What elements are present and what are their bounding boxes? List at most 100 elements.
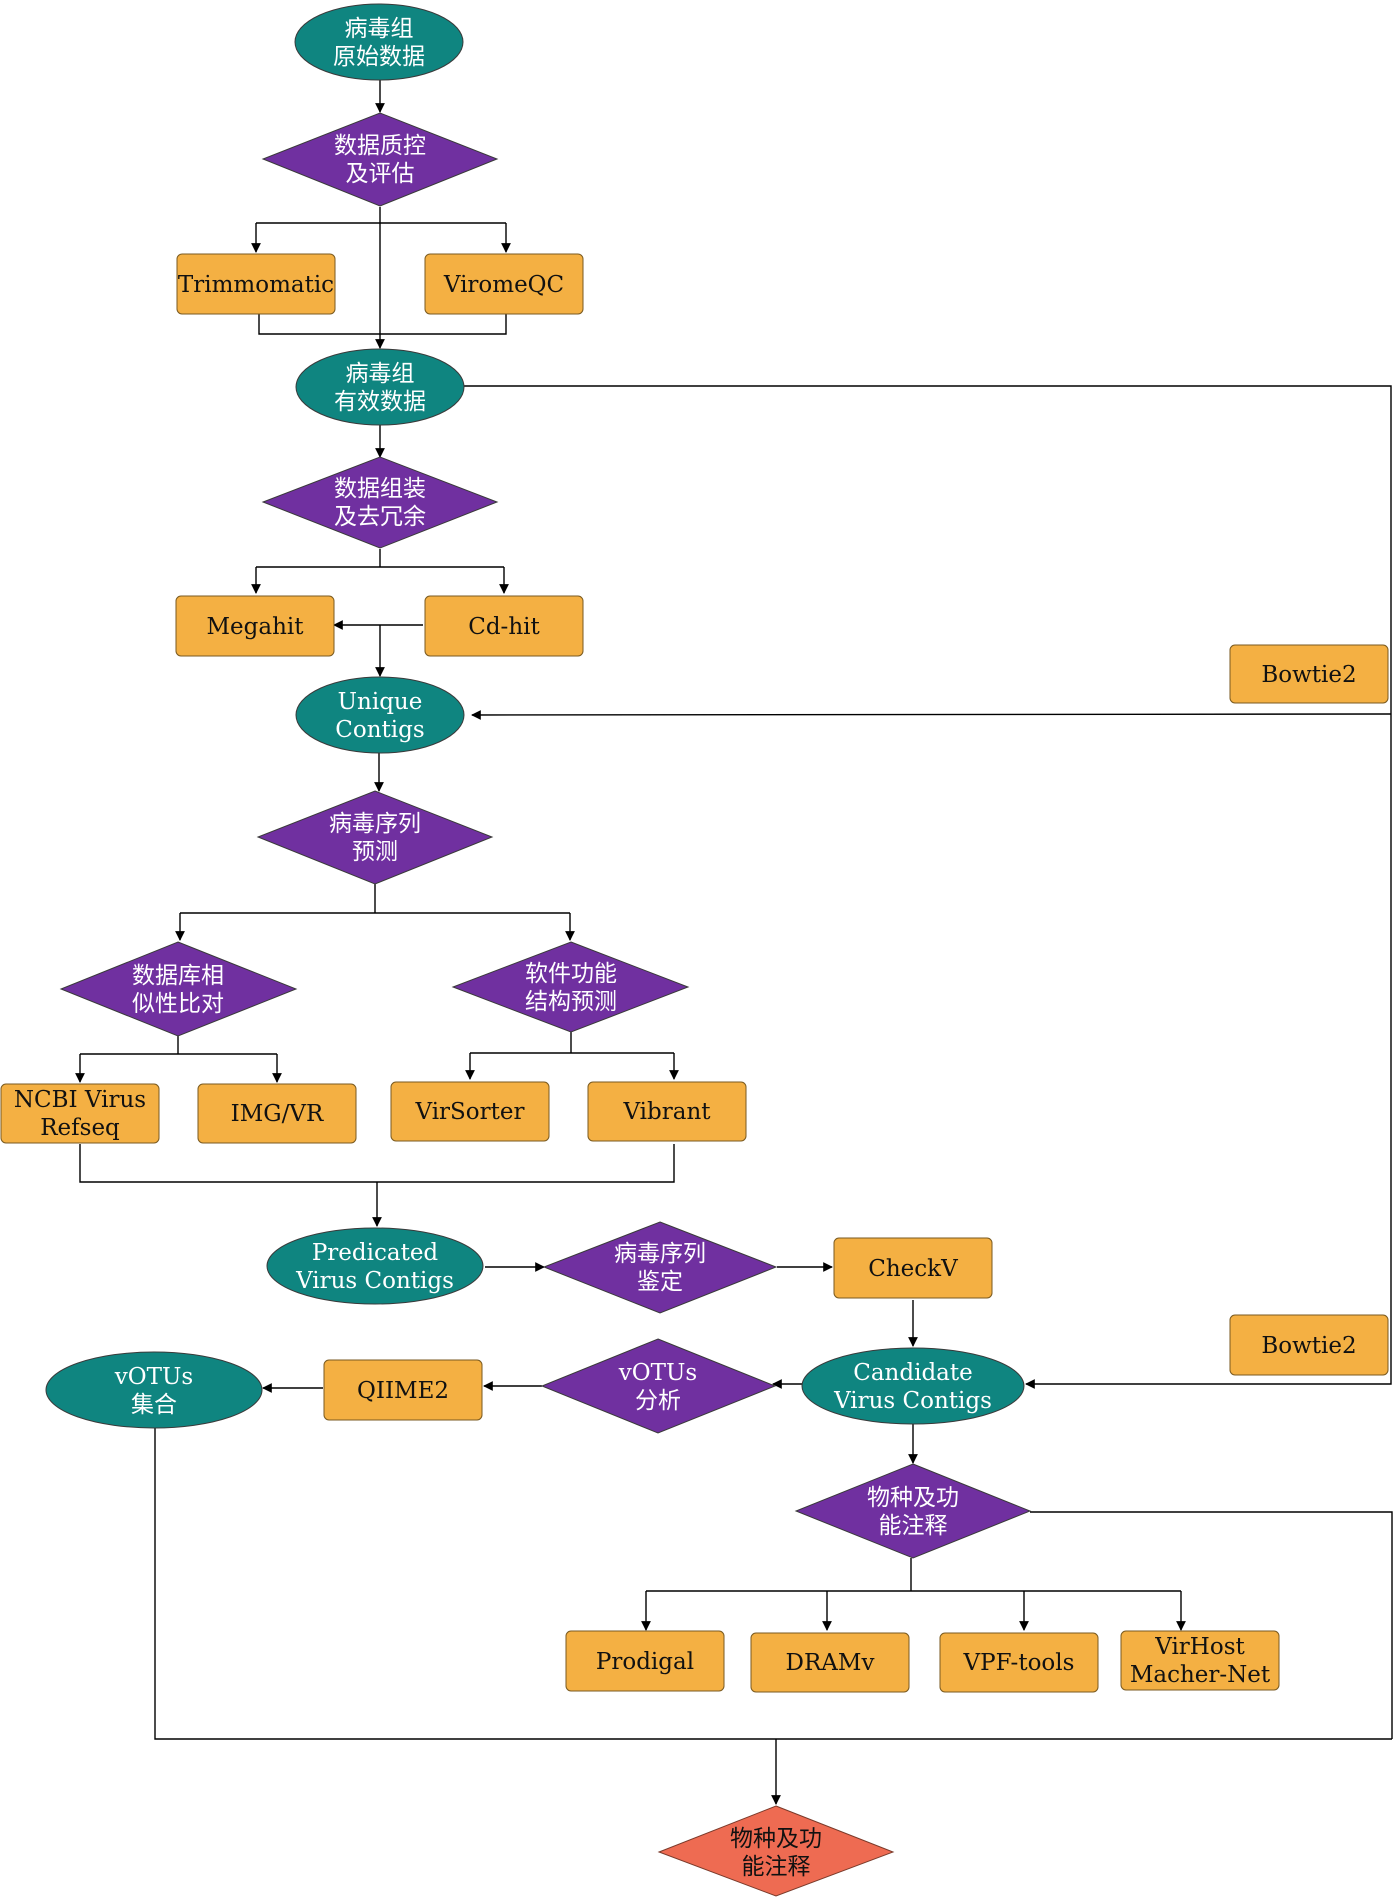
node-label-line: Predicated xyxy=(312,1240,439,1266)
node-label: Bowtie2 xyxy=(1261,662,1356,688)
node-label: Bowtie2 xyxy=(1261,1333,1356,1359)
node-label-line: vOTUs xyxy=(114,1364,193,1390)
node-label: Megahit xyxy=(206,614,304,640)
node-label: 数据组装及去冗余 xyxy=(334,476,426,530)
node-checkv: CheckV xyxy=(833,1237,993,1299)
node-megahit: Megahit xyxy=(175,595,335,657)
node-prodigal: Prodigal xyxy=(565,1630,725,1692)
node-label: 病毒序列预测 xyxy=(329,811,421,865)
node-label: Prodigal xyxy=(596,1649,694,1675)
node-label-line: VirSorter xyxy=(414,1099,524,1125)
node-software-predict: 软件功能结构预测 xyxy=(451,941,690,1033)
node-label-line: 能注释 xyxy=(879,1513,948,1539)
node-bowtie2-bottom: Bowtie2 xyxy=(1229,1314,1389,1376)
node-label-line: 分析 xyxy=(635,1388,681,1414)
node-label-line: 原始数据 xyxy=(333,44,425,70)
node-label: 数据库相似性比对 xyxy=(132,963,224,1017)
node-label: IMG/VR xyxy=(231,1101,324,1127)
node-label-line: VPF-tools xyxy=(963,1650,1075,1676)
node-virus-identify: 病毒序列鉴定 xyxy=(542,1221,778,1314)
node-label: 病毒组有效数据 xyxy=(334,361,426,415)
node-label: CheckV xyxy=(868,1256,958,1282)
node-label: ViromeQC xyxy=(443,272,564,298)
node-qiime2: QIIME2 xyxy=(323,1359,483,1421)
node-assembly: 数据组装及去冗余 xyxy=(261,456,499,549)
node-raw-data: 病毒组原始数据 xyxy=(294,3,464,81)
node-label: QIIME2 xyxy=(357,1378,449,1404)
node-label-line: CheckV xyxy=(868,1256,958,1282)
node-label: DRAMv xyxy=(786,1650,875,1676)
node-label-line: Unique xyxy=(338,689,423,715)
node-label-line: 能注释 xyxy=(742,1854,811,1880)
node-label-line: 病毒组 xyxy=(345,16,414,42)
node-label-line: 及去冗余 xyxy=(334,504,426,530)
node-db-compare: 数据库相似性比对 xyxy=(59,941,298,1037)
node-label-line: Macher-Net xyxy=(1130,1662,1271,1688)
node-label: 软件功能结构预测 xyxy=(525,961,617,1015)
node-label-line: Bowtie2 xyxy=(1261,1333,1356,1359)
node-vibrant: Vibrant xyxy=(587,1081,747,1142)
node-label-line: 有效数据 xyxy=(334,389,426,415)
node-label-line: 及评估 xyxy=(346,161,415,187)
node-trimmomatic: Trimmomatic xyxy=(176,253,336,315)
node-img-vr: IMG/VR xyxy=(197,1083,357,1144)
node-label-line: Contigs xyxy=(335,717,424,743)
node-label: VPF-tools xyxy=(963,1650,1075,1676)
node-label-line: 结构预测 xyxy=(525,989,617,1015)
node-label-line: 数据质控 xyxy=(334,133,426,159)
node-label-line: Refseq xyxy=(40,1115,120,1141)
node-dramv: DRAMv xyxy=(750,1632,910,1693)
node-label-line: 鉴定 xyxy=(637,1269,683,1295)
node-label: Cd-hit xyxy=(468,614,540,640)
node-label-line: Megahit xyxy=(206,614,304,640)
node-label-line: IMG/VR xyxy=(231,1101,324,1127)
node-label: 数据质控及评估 xyxy=(334,133,426,187)
node-label-line: 物种及功 xyxy=(730,1826,822,1852)
node-label: 物种及功能注释 xyxy=(730,1826,822,1880)
node-label-line: 病毒序列 xyxy=(329,811,421,837)
node-label-line: 预测 xyxy=(352,839,398,865)
node-label-line: Candidate xyxy=(853,1360,973,1386)
node-valid-data: 病毒组有效数据 xyxy=(295,348,465,426)
node-label-line: VirHost xyxy=(1154,1634,1245,1660)
node-label: 病毒组原始数据 xyxy=(333,16,425,70)
node-label: Vibrant xyxy=(622,1099,711,1125)
node-label-line: Virus Contigs xyxy=(295,1268,454,1294)
node-label-line: DRAMv xyxy=(786,1650,875,1676)
node-virsorter: VirSorter xyxy=(390,1081,550,1142)
node-label: VirSorter xyxy=(414,1099,524,1125)
node-label-line: Vibrant xyxy=(622,1099,711,1125)
connectors xyxy=(75,78,1393,1805)
node-qc: 数据质控及评估 xyxy=(261,112,499,207)
node-label-line: NCBI Virus xyxy=(14,1087,146,1113)
node-label: 病毒序列鉴定 xyxy=(614,1241,706,1295)
node-final-annotation: 物种及功能注释 xyxy=(657,1805,895,1897)
node-species-annotation: 物种及功能注释 xyxy=(794,1463,1032,1559)
node-label-line: 物种及功 xyxy=(867,1485,959,1511)
node-label-line: 病毒序列 xyxy=(614,1241,706,1267)
node-vpf-tools: VPF-tools xyxy=(939,1632,1099,1693)
node-viromeqc: ViromeQC xyxy=(424,253,584,315)
node-label-line: 集合 xyxy=(131,1392,177,1418)
node-virus-predict: 病毒序列预测 xyxy=(256,790,494,885)
node-label-line: 数据库相 xyxy=(132,963,224,989)
node-label-line: 数据组装 xyxy=(334,476,426,502)
node-label-line: Trimmomatic xyxy=(178,272,334,298)
node-label-line: 似性比对 xyxy=(132,991,224,1017)
node-label-line: Bowtie2 xyxy=(1261,662,1356,688)
